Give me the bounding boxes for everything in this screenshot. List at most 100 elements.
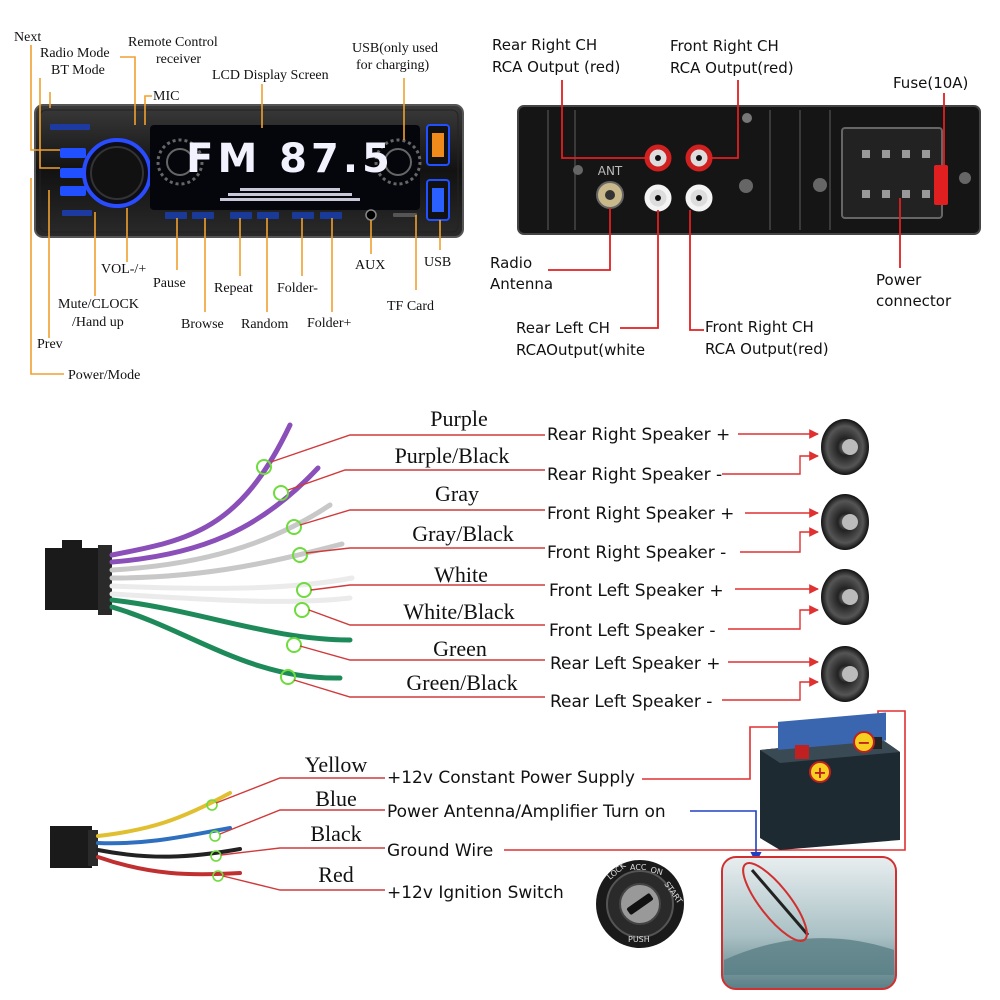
wire-function-fl-plus: Front Left Speaker +: [549, 581, 724, 601]
label-tf-card: TF Card: [387, 299, 434, 314]
label-random: Random: [241, 317, 289, 332]
tf-card-slot[interactable]: [393, 213, 417, 217]
mute-button[interactable]: [62, 210, 92, 216]
wire-name-white-black: White/Black: [403, 599, 514, 624]
antenna-mast-icon: [750, 869, 810, 936]
label-remote-line2: receiver: [156, 52, 201, 67]
label-fuse: Fuse(10A): [893, 74, 968, 92]
label-rear-right-line1: Rear Right CH: [492, 36, 597, 54]
wire-function-rr-minus: Rear Right Speaker -: [547, 465, 722, 485]
wire-function-antenna-amp: Power Antenna/Amplifier Turn on: [387, 802, 666, 822]
speaker-icon: [821, 419, 869, 475]
ignition-push: PUSH: [628, 935, 650, 944]
svg-text:+: +: [813, 763, 826, 782]
pause-button[interactable]: [165, 212, 187, 219]
wire-name-purple-black: Purple/Black: [395, 443, 510, 468]
ignition-on: ON: [649, 865, 663, 877]
label-front-right-top-line2: RCA Output(red): [670, 59, 794, 77]
folder-plus-button[interactable]: [320, 212, 342, 219]
wire-name-blue: Blue: [315, 786, 357, 811]
prev-button[interactable]: [60, 186, 86, 196]
label-remote-line1: Remote Control: [128, 35, 218, 50]
label-rear-right-line2: RCA Output (red): [492, 58, 620, 76]
wire-function-ignition: +12v Ignition Switch: [387, 883, 564, 903]
label-mute-line2: /Hand up: [72, 315, 124, 330]
battery-icon: + −: [760, 712, 900, 850]
label-folder-plus: Folder+: [307, 316, 352, 331]
wire-function-rl-minus: Rear Left Speaker -: [550, 692, 712, 712]
label-next: Next: [14, 30, 41, 45]
rear-callout-lines: [548, 80, 945, 331]
label-radio-antenna-line1: Radio: [490, 254, 532, 272]
label-power-connector-line1: Power: [876, 271, 922, 289]
ignition-switch-icon: LOCK ACC ON START PUSH: [596, 860, 684, 948]
wire-function-rl-plus: Rear Left Speaker +: [550, 654, 721, 674]
speaker-icon: [821, 646, 869, 702]
wire-function-fr-minus: Front Right Speaker -: [547, 543, 726, 563]
folder-minus-button[interactable]: [292, 212, 314, 219]
wire-name-red: Red: [318, 862, 353, 887]
wire-name-yellow: Yellow: [305, 752, 368, 777]
label-front-right-bottom-line1: Front Right CH: [705, 318, 814, 336]
label-mute-line1: Mute/CLOCK: [58, 297, 139, 312]
label-pause: Pause: [153, 276, 186, 291]
car-antenna-photo: [721, 856, 897, 990]
wire-function-fl-minus: Front Left Speaker -: [549, 621, 715, 641]
label-usb: USB: [424, 255, 451, 270]
label-rear-left-line2: RCAOutput(white: [516, 341, 645, 359]
browse-button[interactable]: [192, 212, 214, 219]
label-vol: VOL-/+: [101, 262, 146, 277]
speaker-harness: [45, 422, 355, 685]
label-lcd: LCD Display Screen: [212, 68, 329, 83]
label-aux: AUX: [355, 258, 385, 273]
wire-function-constant-power: +12v Constant Power Supply: [387, 768, 635, 788]
front-callout-lines: [30, 45, 441, 375]
label-front-right-bottom-line2: RCA Output(red): [705, 340, 829, 358]
label-front-right-top-line1: Front Right CH: [670, 37, 779, 55]
next-button[interactable]: [60, 148, 86, 158]
label-radio-antenna-line2: Antenna: [490, 275, 553, 293]
radio-mode-button[interactable]: [60, 168, 86, 178]
label-radio-mode: Radio Mode: [40, 46, 110, 61]
label-rear-left-line1: Rear Left CH: [516, 319, 610, 337]
wire-name-gray: Gray: [435, 481, 479, 506]
label-power-mode: Power/Mode: [68, 368, 140, 383]
svg-text:−: −: [857, 733, 870, 752]
wire-name-black: Black: [310, 821, 361, 846]
rear-panel: ANT: [517, 105, 981, 235]
front-panel: FM 87.5: [34, 104, 464, 238]
speakers: [821, 419, 869, 702]
label-usb-charge-line1: USB(only used: [352, 41, 438, 56]
label-bt-mode: BT Mode: [51, 63, 105, 78]
label-repeat: Repeat: [214, 281, 253, 296]
random-button[interactable]: [257, 212, 279, 219]
wire-function-fr-plus: Front Right Speaker +: [547, 504, 734, 524]
speaker-icon: [821, 494, 869, 550]
aux-jack[interactable]: [365, 209, 377, 221]
label-prev: Prev: [37, 337, 63, 352]
power-connector-socket[interactable]: [841, 127, 943, 219]
label-browse: Browse: [181, 317, 224, 332]
wire-function-ground: Ground Wire: [387, 841, 493, 861]
speaker-icon: [821, 569, 869, 625]
wire-name-white: White: [434, 562, 488, 587]
speaker-wire-lines: [270, 434, 545, 698]
power-wire-lines: [215, 777, 385, 891]
wire-name-gray-black: Gray/Black: [412, 521, 513, 546]
power-harness-plug: [50, 826, 92, 868]
speaker-arrows: [722, 429, 819, 701]
speaker-harness-plug: [45, 548, 105, 610]
wire-name-green-black: Green/Black: [406, 670, 517, 695]
fuse[interactable]: [934, 165, 948, 205]
label-mic: MIC: [153, 89, 179, 104]
label-power-connector-line2: connector: [876, 292, 952, 310]
label-folder-minus: Folder-: [277, 281, 318, 296]
ant-label: ANT: [598, 164, 623, 178]
lcd-screen: [150, 125, 420, 210]
wire-name-green: Green: [433, 636, 487, 661]
ignition-acc: ACC: [630, 863, 647, 872]
repeat-button[interactable]: [230, 212, 252, 219]
power-harness: [50, 791, 242, 882]
label-usb-charge-line2: for charging): [356, 58, 430, 73]
